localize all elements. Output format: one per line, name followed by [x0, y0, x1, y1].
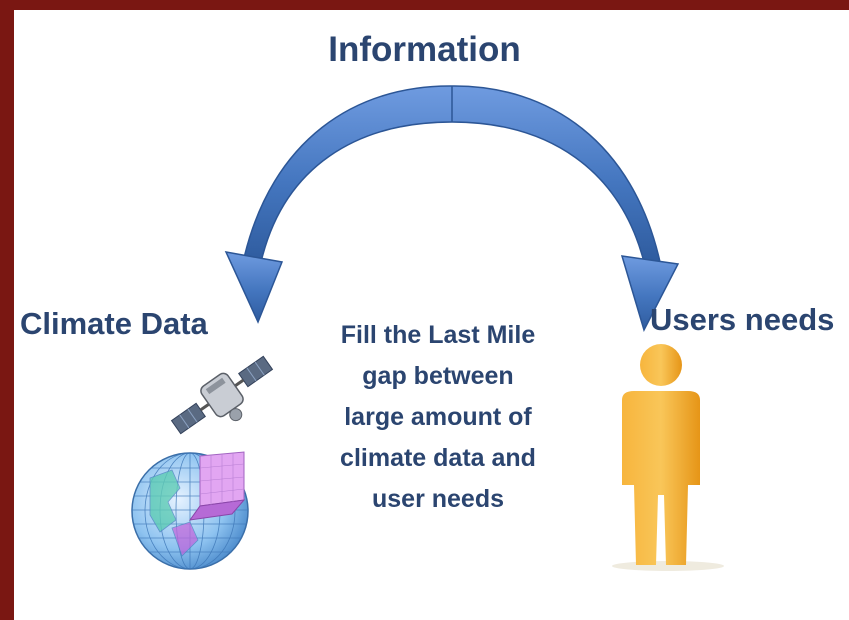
- frame-left-gap: [14, 10, 18, 620]
- satellite-icon: [170, 355, 274, 435]
- center-line: user needs: [371, 485, 504, 513]
- users-needs-label: Users needs: [650, 302, 835, 337]
- information-arc-arrow: [224, 85, 680, 333]
- climate-data-label: Climate Data: [20, 306, 208, 341]
- frame-left-border: [0, 0, 14, 620]
- center-line: gap between: [362, 362, 514, 390]
- globe-icon: [131, 451, 249, 570]
- center-description: Fill the Last Mile gap between large amo…: [318, 315, 558, 520]
- frame-top-border: [0, 0, 849, 10]
- center-line: large amount of: [344, 403, 532, 431]
- center-line: Fill the Last Mile: [340, 321, 536, 349]
- person-icon: [612, 344, 724, 571]
- information-title: Information: [328, 30, 521, 69]
- center-line: climate data and: [340, 444, 536, 472]
